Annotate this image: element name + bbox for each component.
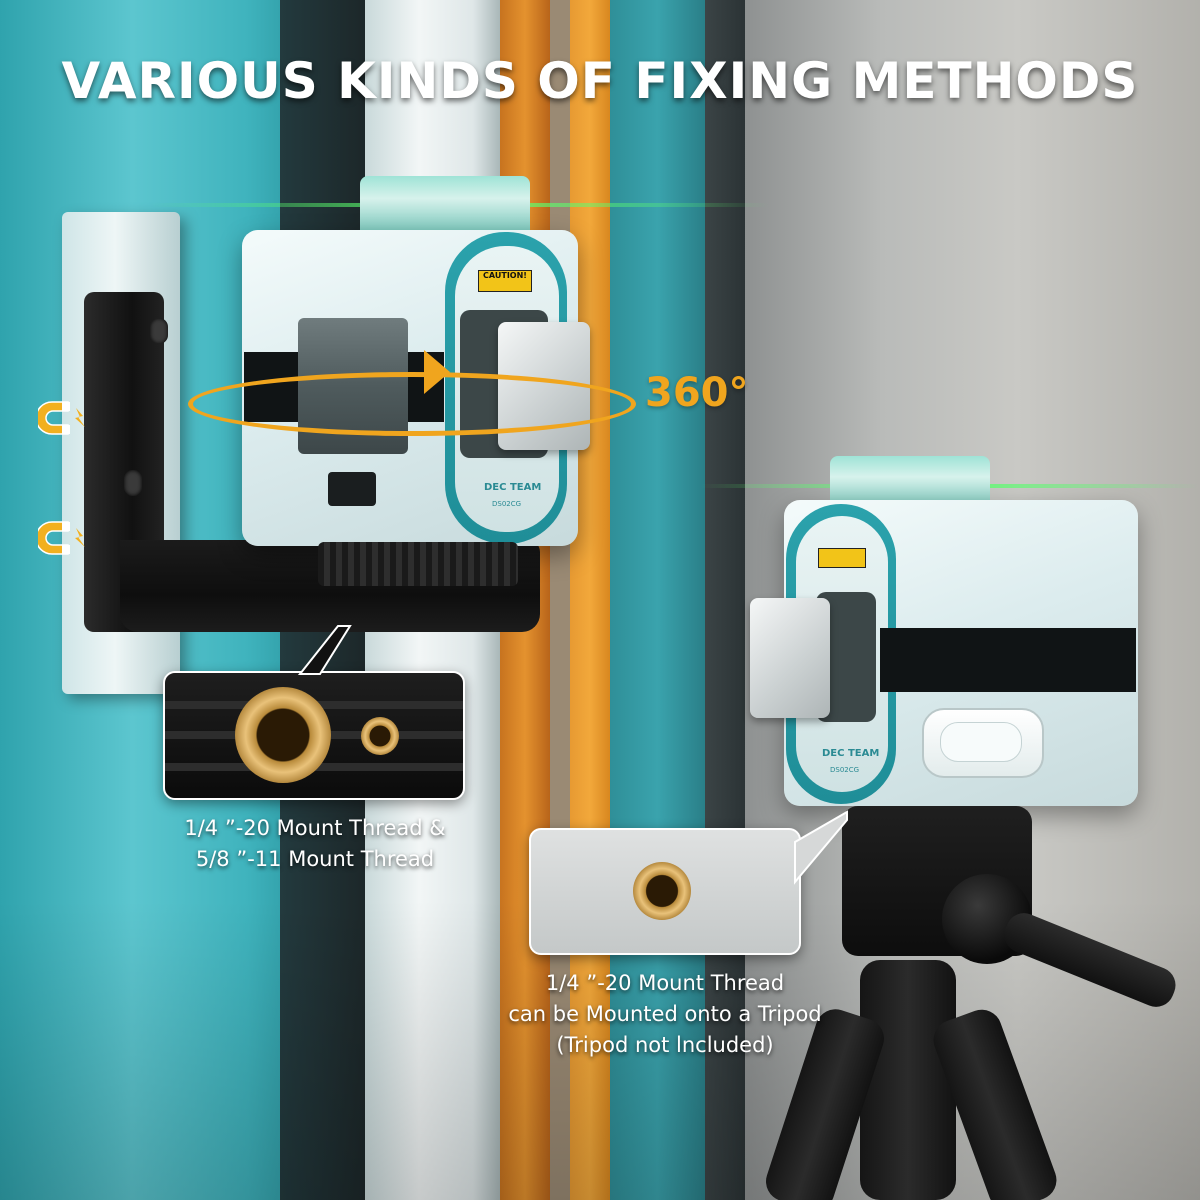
thread-insert-small [361, 717, 399, 755]
rotation-base-knob [318, 542, 518, 586]
caption-line: can be Mounted onto a Tripod [508, 1002, 822, 1026]
model-label: DS02CG [492, 500, 522, 508]
caution-text: CAUTION! [483, 271, 527, 280]
brand-logo: DEC TEAM [484, 482, 542, 493]
page-title: VARIOUS KINDS OF FIXING METHODS [61, 52, 1139, 110]
tripod-thread-callout [529, 828, 801, 955]
magnet-icon [38, 401, 85, 435]
caution-label: CAUTION! [478, 270, 532, 292]
caption-line: 5/8 ”-11 Mount Thread [195, 847, 435, 871]
rotation-label: 360° [645, 370, 749, 416]
lightning-icon [75, 528, 85, 547]
rotation-arrow [188, 372, 636, 436]
background-stripe-charcoal [705, 0, 745, 1200]
laser-window-cover [750, 598, 830, 718]
background-stripe-orange-bright [570, 0, 610, 1200]
wall-mount-caption: 1/4 ”-20 Mount Thread & 5/8 ”-11 Mount T… [130, 813, 500, 875]
caption-line: (Tripod not lncluded) [556, 1033, 774, 1057]
thread-insert-large [235, 687, 331, 783]
thread-closeup-callout [163, 671, 465, 800]
callout-pointer [794, 810, 848, 885]
model-label: DS02CG [830, 766, 860, 774]
caption-line: 1/4 ”-20 Mount Thread [545, 971, 785, 995]
device-port [328, 472, 376, 506]
device-band [880, 628, 1136, 692]
bracket-screw-hole [124, 470, 142, 496]
magnet-icon [38, 521, 85, 555]
laser-head-top [360, 176, 530, 232]
tripod-mount-caption: 1/4 ”-20 Mount Thread can be Mounted ont… [450, 968, 880, 1061]
caution-label [818, 548, 866, 568]
tripod-thread-insert [633, 862, 691, 920]
callout-pointer [297, 625, 352, 675]
laser-head-top [830, 456, 990, 508]
power-lock-switch-slider[interactable] [940, 722, 1022, 762]
background-stripe-teal [610, 0, 705, 1200]
tripod-center-column [860, 960, 956, 1200]
brand-logo: DEC TEAM [822, 748, 880, 759]
lightning-icon [75, 408, 85, 427]
rotation-arrowhead [424, 350, 450, 394]
bracket-screw-hole [150, 318, 168, 344]
caption-line: 1/4 ”-20 Mount Thread & [184, 816, 446, 840]
